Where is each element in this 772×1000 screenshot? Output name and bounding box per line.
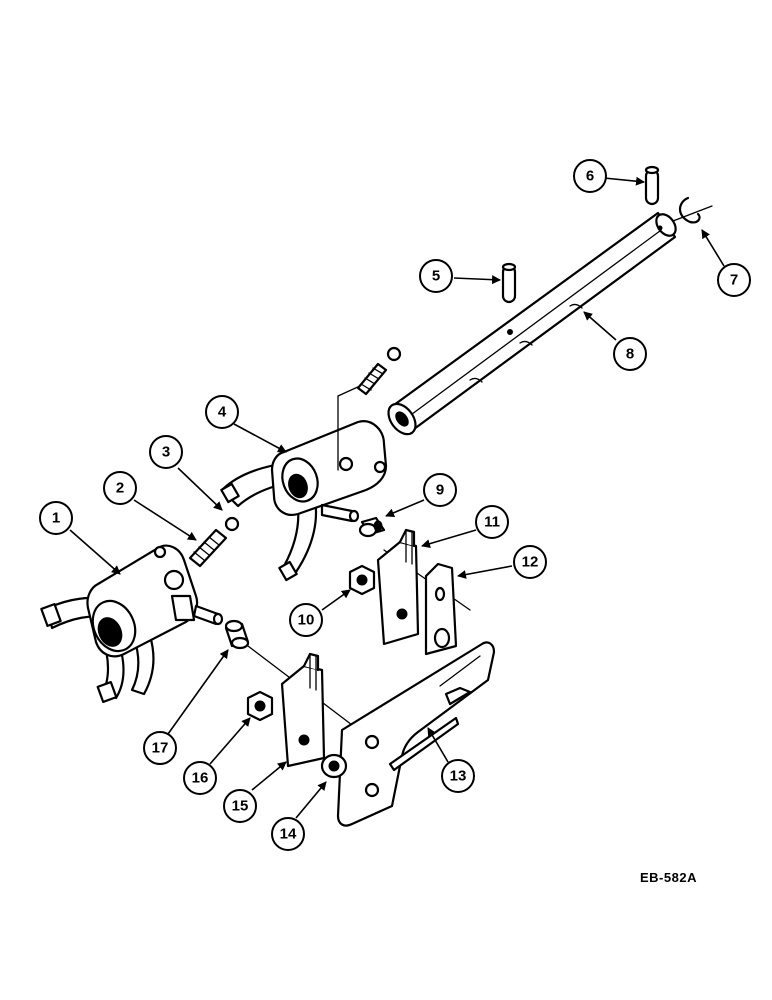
callout-6: 6 xyxy=(573,159,607,193)
washer-14 xyxy=(320,753,348,779)
callout-2: 2 xyxy=(103,471,137,505)
callout-14: 14 xyxy=(271,817,305,851)
shift-plate-12 xyxy=(424,562,458,656)
roll-pin-6 xyxy=(644,165,660,206)
callout-11-label: 11 xyxy=(484,514,500,531)
lower-detent-spring xyxy=(188,516,240,568)
shift-rail-part xyxy=(387,205,713,436)
bushing-9 xyxy=(358,516,386,538)
callout-15-label: 15 xyxy=(232,798,249,815)
shift-fork-1 xyxy=(40,544,224,704)
callout-15: 15 xyxy=(223,789,257,823)
callout-5-label: 5 xyxy=(432,268,440,285)
shift-fork-4 xyxy=(220,385,388,582)
shift-plate-11 xyxy=(376,528,420,646)
callout-8: 8 xyxy=(613,337,647,371)
callout-3: 3 xyxy=(149,435,183,469)
callout-10: 10 xyxy=(289,603,323,637)
callout-12: 12 xyxy=(513,545,547,579)
callout-17: 17 xyxy=(143,731,177,765)
callout-16-label: 16 xyxy=(192,770,209,787)
callout-17-label: 17 xyxy=(152,740,169,757)
hex-nut-10 xyxy=(348,564,376,596)
callout-4: 4 xyxy=(205,395,239,429)
upper-detent-spring xyxy=(356,346,402,396)
callout-arrows xyxy=(69,176,725,819)
callout-16: 16 xyxy=(183,761,217,795)
callout-3-label: 3 xyxy=(162,444,170,461)
callout-13: 13 xyxy=(441,759,475,793)
callout-11: 11 xyxy=(475,505,509,539)
callout-12-label: 12 xyxy=(522,554,539,571)
callout-1-label: 1 xyxy=(52,510,60,527)
callout-9-label: 9 xyxy=(436,482,444,499)
roll-pin-5 xyxy=(501,262,517,304)
hex-nut-16 xyxy=(246,690,274,722)
retaining-clip-7 xyxy=(678,196,701,224)
callout-10-label: 10 xyxy=(298,612,315,629)
callout-7: 7 xyxy=(717,263,751,297)
callout-1: 1 xyxy=(39,501,73,535)
callout-5: 5 xyxy=(419,259,453,293)
callout-14-label: 14 xyxy=(280,826,297,843)
bushing-17 xyxy=(224,619,250,650)
callout-9: 9 xyxy=(423,473,457,507)
callout-7-label: 7 xyxy=(730,272,738,289)
callout-8-label: 8 xyxy=(626,346,634,363)
callout-4-label: 4 xyxy=(218,404,227,421)
callout-6-label: 6 xyxy=(586,168,594,185)
shift-plate-15 xyxy=(280,652,326,768)
figure-reference-code: EB-582A xyxy=(640,870,697,885)
callout-2-label: 2 xyxy=(116,480,124,497)
mounting-bracket-13 xyxy=(336,641,496,827)
callout-13-label: 13 xyxy=(450,768,467,785)
